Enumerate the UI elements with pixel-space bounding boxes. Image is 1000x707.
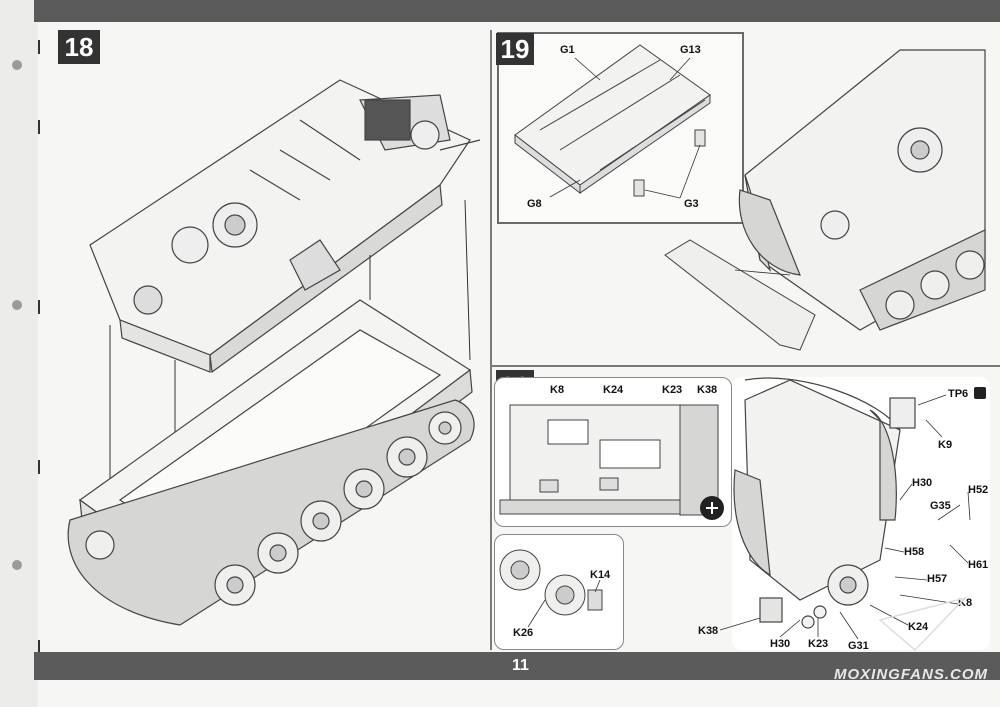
part-label-k8-main: K8: [958, 597, 973, 609]
part-label-h30: H30: [912, 477, 933, 489]
part-label-k23: K23: [662, 384, 683, 396]
margin-mark: [38, 40, 40, 54]
track-assembly: [67, 399, 475, 626]
hole-punch-icon: [12, 560, 22, 570]
row-divider: [492, 365, 1000, 367]
floor-plate-part: [664, 239, 816, 351]
part-label-k8: K8: [550, 384, 565, 396]
binding-margin: [0, 0, 38, 707]
part-label-h57: H57: [927, 573, 948, 585]
part-label-k24: K24: [603, 384, 624, 396]
margin-mark: [38, 640, 40, 654]
margin-mark: [38, 120, 40, 134]
part-label-k38: K38: [697, 384, 718, 396]
part-label-k23-main: K23: [808, 638, 829, 650]
hole-punch-icon: [12, 60, 22, 70]
step-number: 19: [500, 33, 530, 64]
wheel-leader-lines: [527, 579, 601, 628]
step-18-badge: 18: [58, 30, 100, 64]
rear-hull-detail: [733, 377, 916, 629]
page-number: 11: [512, 657, 529, 674]
hole-punch-icon: [12, 300, 22, 310]
detail-leader-lines: [719, 394, 971, 640]
part-label-h58: H58: [904, 546, 925, 558]
part-label-h61: H61: [968, 559, 989, 571]
hull-side-view: [738, 49, 986, 331]
watermark-text: MOXINGFANS.COM: [834, 666, 989, 683]
part-label-h30-bottom: H30: [770, 638, 791, 650]
part-label-k38-main: K38: [698, 625, 719, 637]
part-label-g1: G1: [560, 44, 575, 56]
guide-line: [734, 269, 791, 276]
part-label-k9: K9: [938, 439, 953, 451]
part-label-tp6: TP6: [948, 388, 969, 400]
part-label-k24-main: K24: [908, 621, 929, 633]
leader-lines: [549, 57, 701, 199]
step-number: 18: [64, 31, 94, 62]
part-label-g8: G8: [527, 198, 542, 210]
part-label-h52: H52: [968, 484, 989, 496]
rear-hull-view: [499, 404, 719, 516]
margin-mark: [38, 460, 40, 474]
part-label-g13: G13: [680, 44, 701, 56]
column-divider: [490, 30, 492, 650]
top-bar: [34, 0, 1000, 22]
floor-plate-assembly: [514, 44, 711, 197]
step-18-illustration: [67, 79, 481, 626]
part-label-g3: G3: [684, 198, 699, 210]
watermark-logo: [878, 596, 968, 652]
zoom-in-icon: [700, 496, 724, 520]
part-label-g31: G31: [848, 640, 869, 652]
part-label-g35: G35: [930, 500, 951, 512]
part-label-k14: K14: [590, 569, 611, 581]
wheel-parts: [499, 549, 603, 616]
margin-mark: [38, 300, 40, 314]
glue-icon: [974, 387, 986, 399]
bottom-bar: 11 MOXINGFANS.COM: [34, 652, 1000, 683]
step-19-badge: 19: [496, 33, 534, 65]
upper-hull: [89, 79, 481, 374]
part-label-k26: K26: [513, 627, 534, 639]
